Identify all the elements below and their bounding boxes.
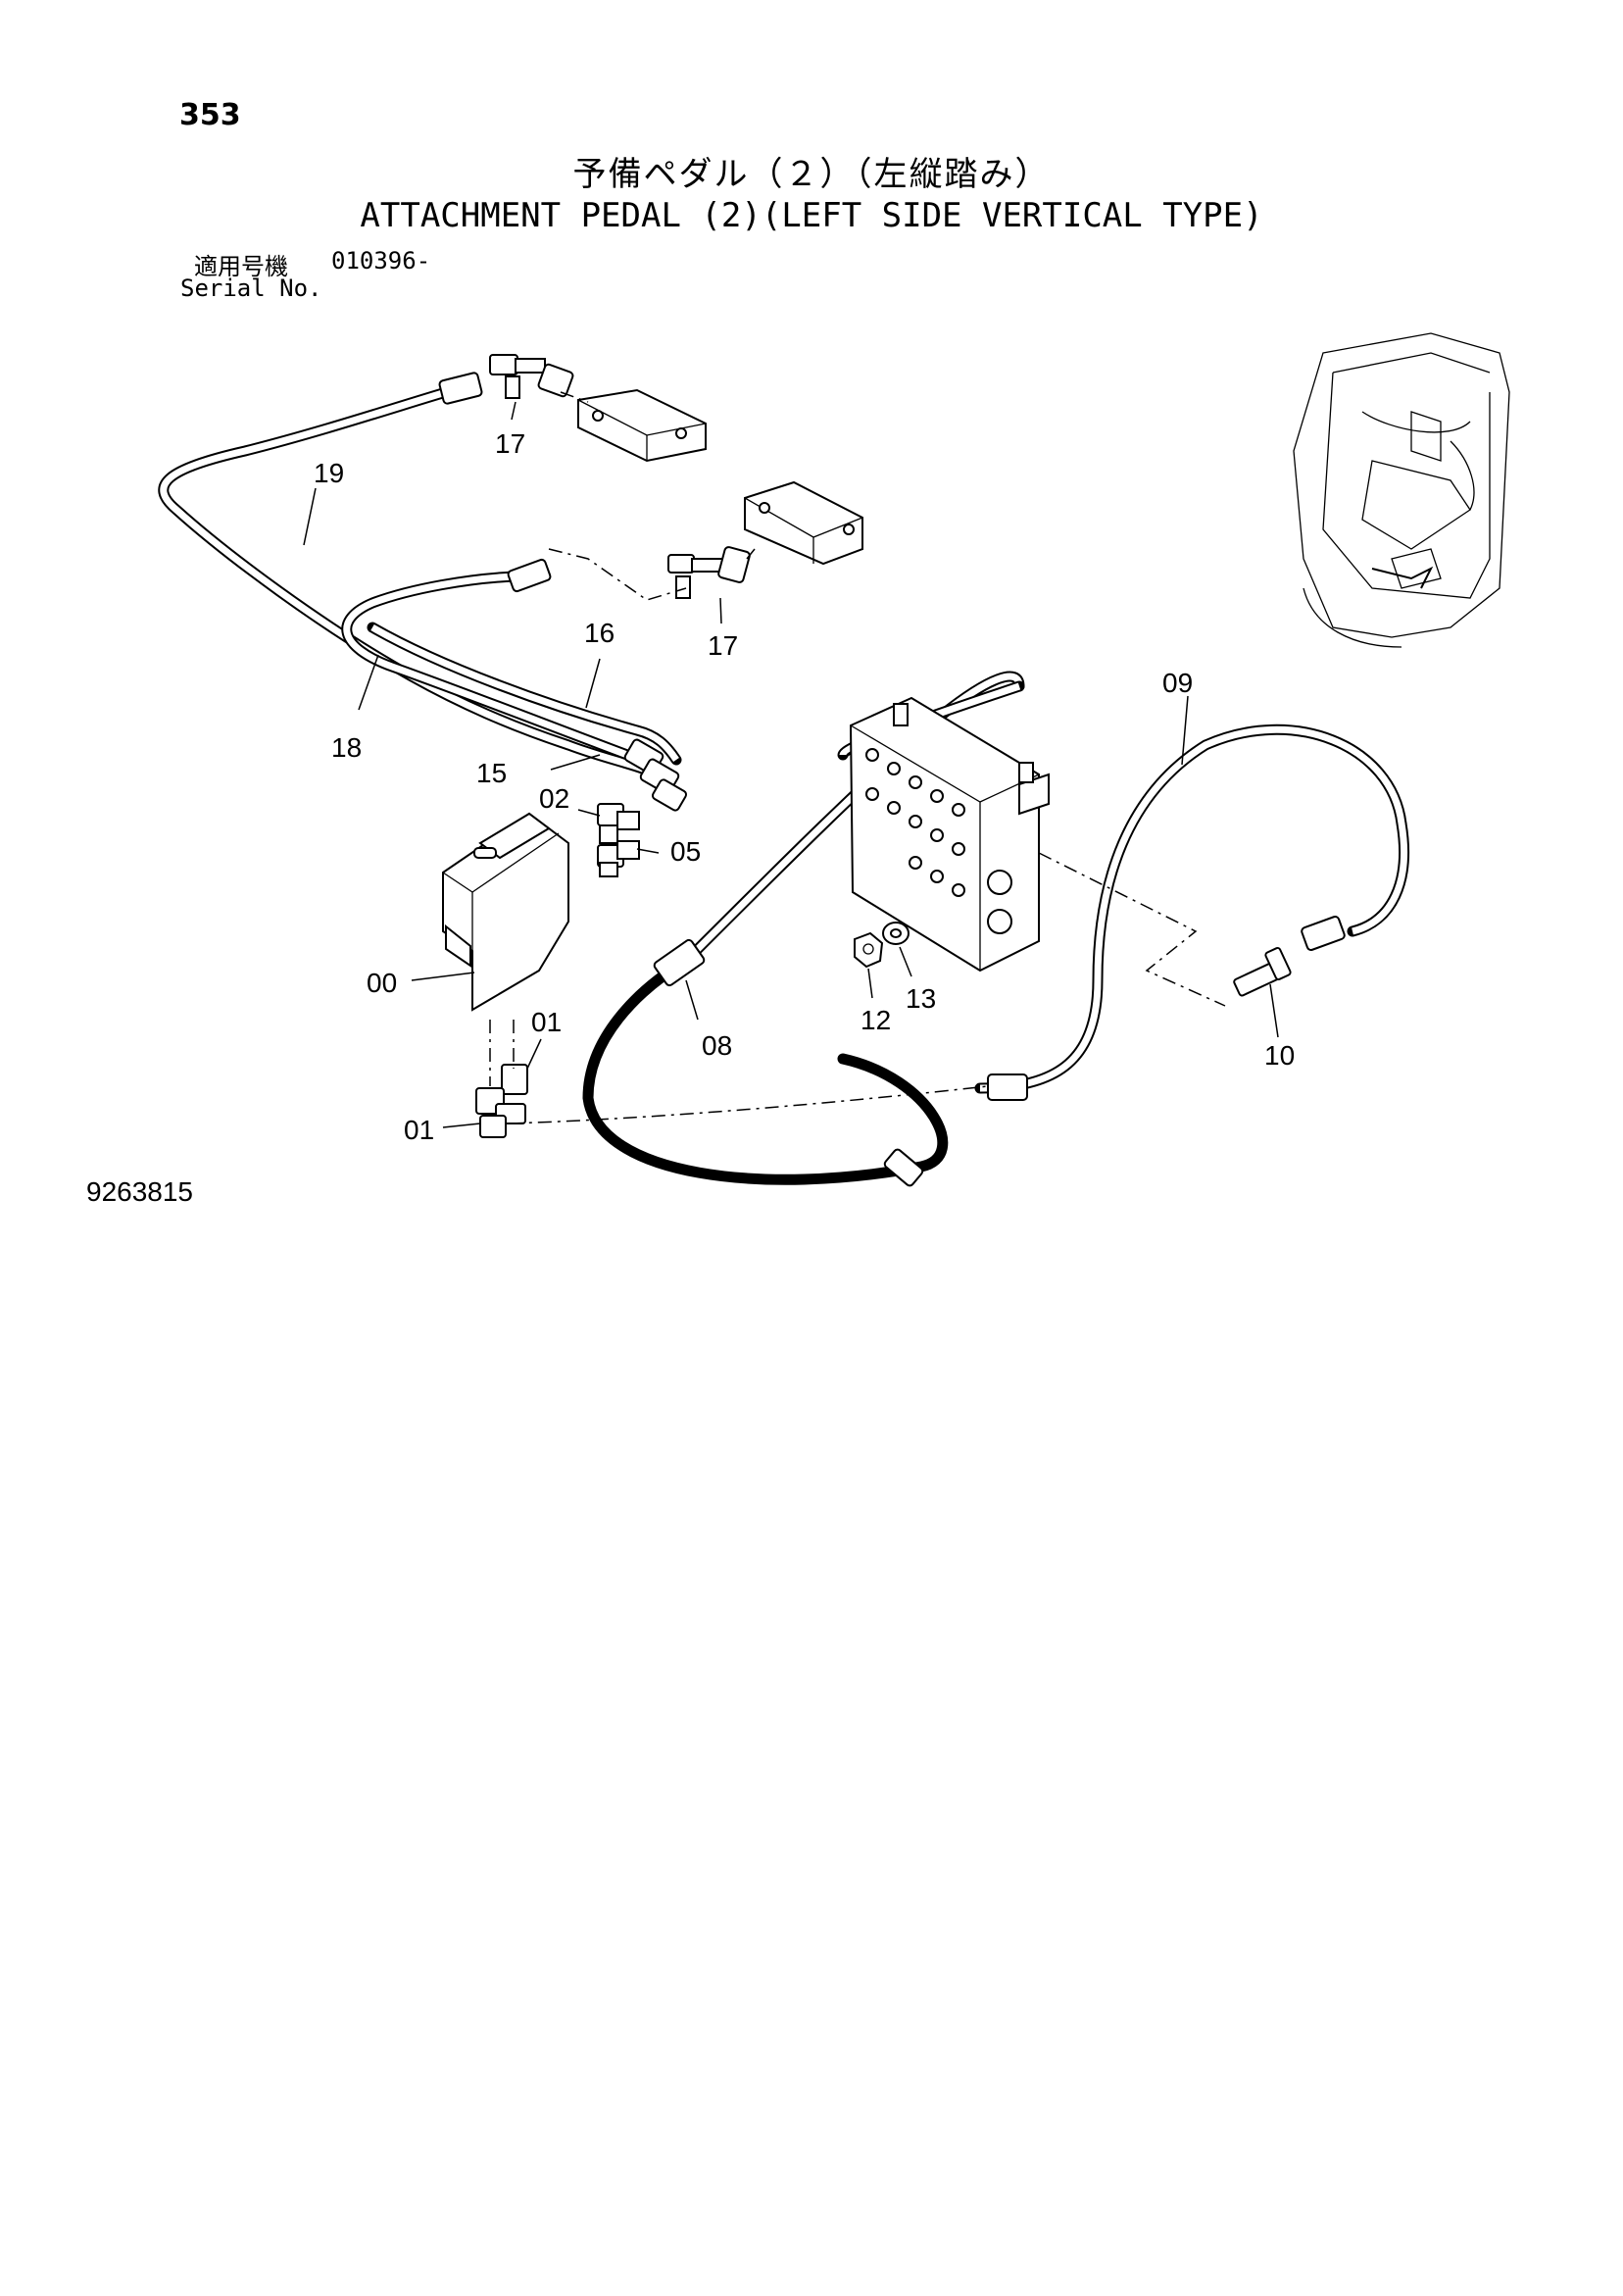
callout-18: 18 — [331, 732, 362, 763]
hose-assembly-19-18 — [158, 372, 688, 812]
page-number: 353 — [179, 98, 241, 132]
dashed-line-upper — [560, 391, 589, 403]
callout-17-upper: 17 — [495, 428, 525, 459]
leader-lines — [303, 401, 1279, 1128]
callout-12: 12 — [861, 1005, 891, 1035]
elbow-fittings-01 — [475, 1064, 528, 1138]
dashed-line-hose-09 — [509, 1085, 989, 1124]
dashed-line-lower — [548, 548, 756, 601]
callout-17-lower: 17 — [708, 630, 738, 661]
callout-10: 10 — [1264, 1040, 1295, 1071]
callout-05: 05 — [670, 836, 701, 867]
page-title-english: ATTACHMENT PEDAL (2)(LEFT SIDE VERTICAL … — [360, 196, 1263, 235]
fitting-17-lower — [667, 546, 751, 599]
fitting-17-upper — [489, 354, 574, 399]
nut-12 — [854, 931, 884, 969]
dashed-line-valve — [489, 1020, 515, 1086]
callout-13: 13 — [906, 983, 936, 1014]
pilot-valve-upper — [577, 388, 707, 463]
adapter-10 — [1233, 947, 1292, 997]
serial-label-japanese: 適用号機 — [194, 253, 288, 280]
callout-16: 16 — [584, 618, 615, 648]
callout-09: 09 — [1162, 668, 1193, 698]
elbow-fitting-05 — [597, 840, 640, 877]
pedal-valve-00 — [442, 812, 569, 1012]
pilot-valve-lower — [744, 480, 863, 566]
serial-label-english: Serial No. — [180, 275, 322, 302]
machine-locator-sketch — [1293, 332, 1510, 648]
callout-02: 02 — [539, 783, 569, 814]
washer-13 — [882, 922, 910, 945]
page-title-japanese: 予備ペダル（２）（左縦踏み） — [572, 155, 1051, 194]
callout-01-upper: 01 — [531, 1007, 562, 1037]
callout-15: 15 — [476, 758, 507, 788]
callout-00: 00 — [367, 968, 397, 998]
callout-08: 08 — [702, 1030, 732, 1061]
serial-number-value: 010396- — [331, 247, 431, 275]
callout-labels: 17 19 17 16 18 15 02 05 00 01 01 08 12 1… — [314, 428, 1295, 1145]
elbow-fitting-02 — [597, 803, 640, 844]
drawing-number: 9263815 — [86, 1176, 194, 1207]
dashed-line-adapter — [1038, 852, 1226, 1007]
exploded-parts-diagram: 17 19 17 16 18 15 02 05 00 01 01 08 12 1… — [158, 332, 1510, 1187]
mounting-bracket — [849, 696, 1050, 973]
callout-01-lower: 01 — [404, 1115, 434, 1145]
callout-19: 19 — [314, 458, 344, 488]
